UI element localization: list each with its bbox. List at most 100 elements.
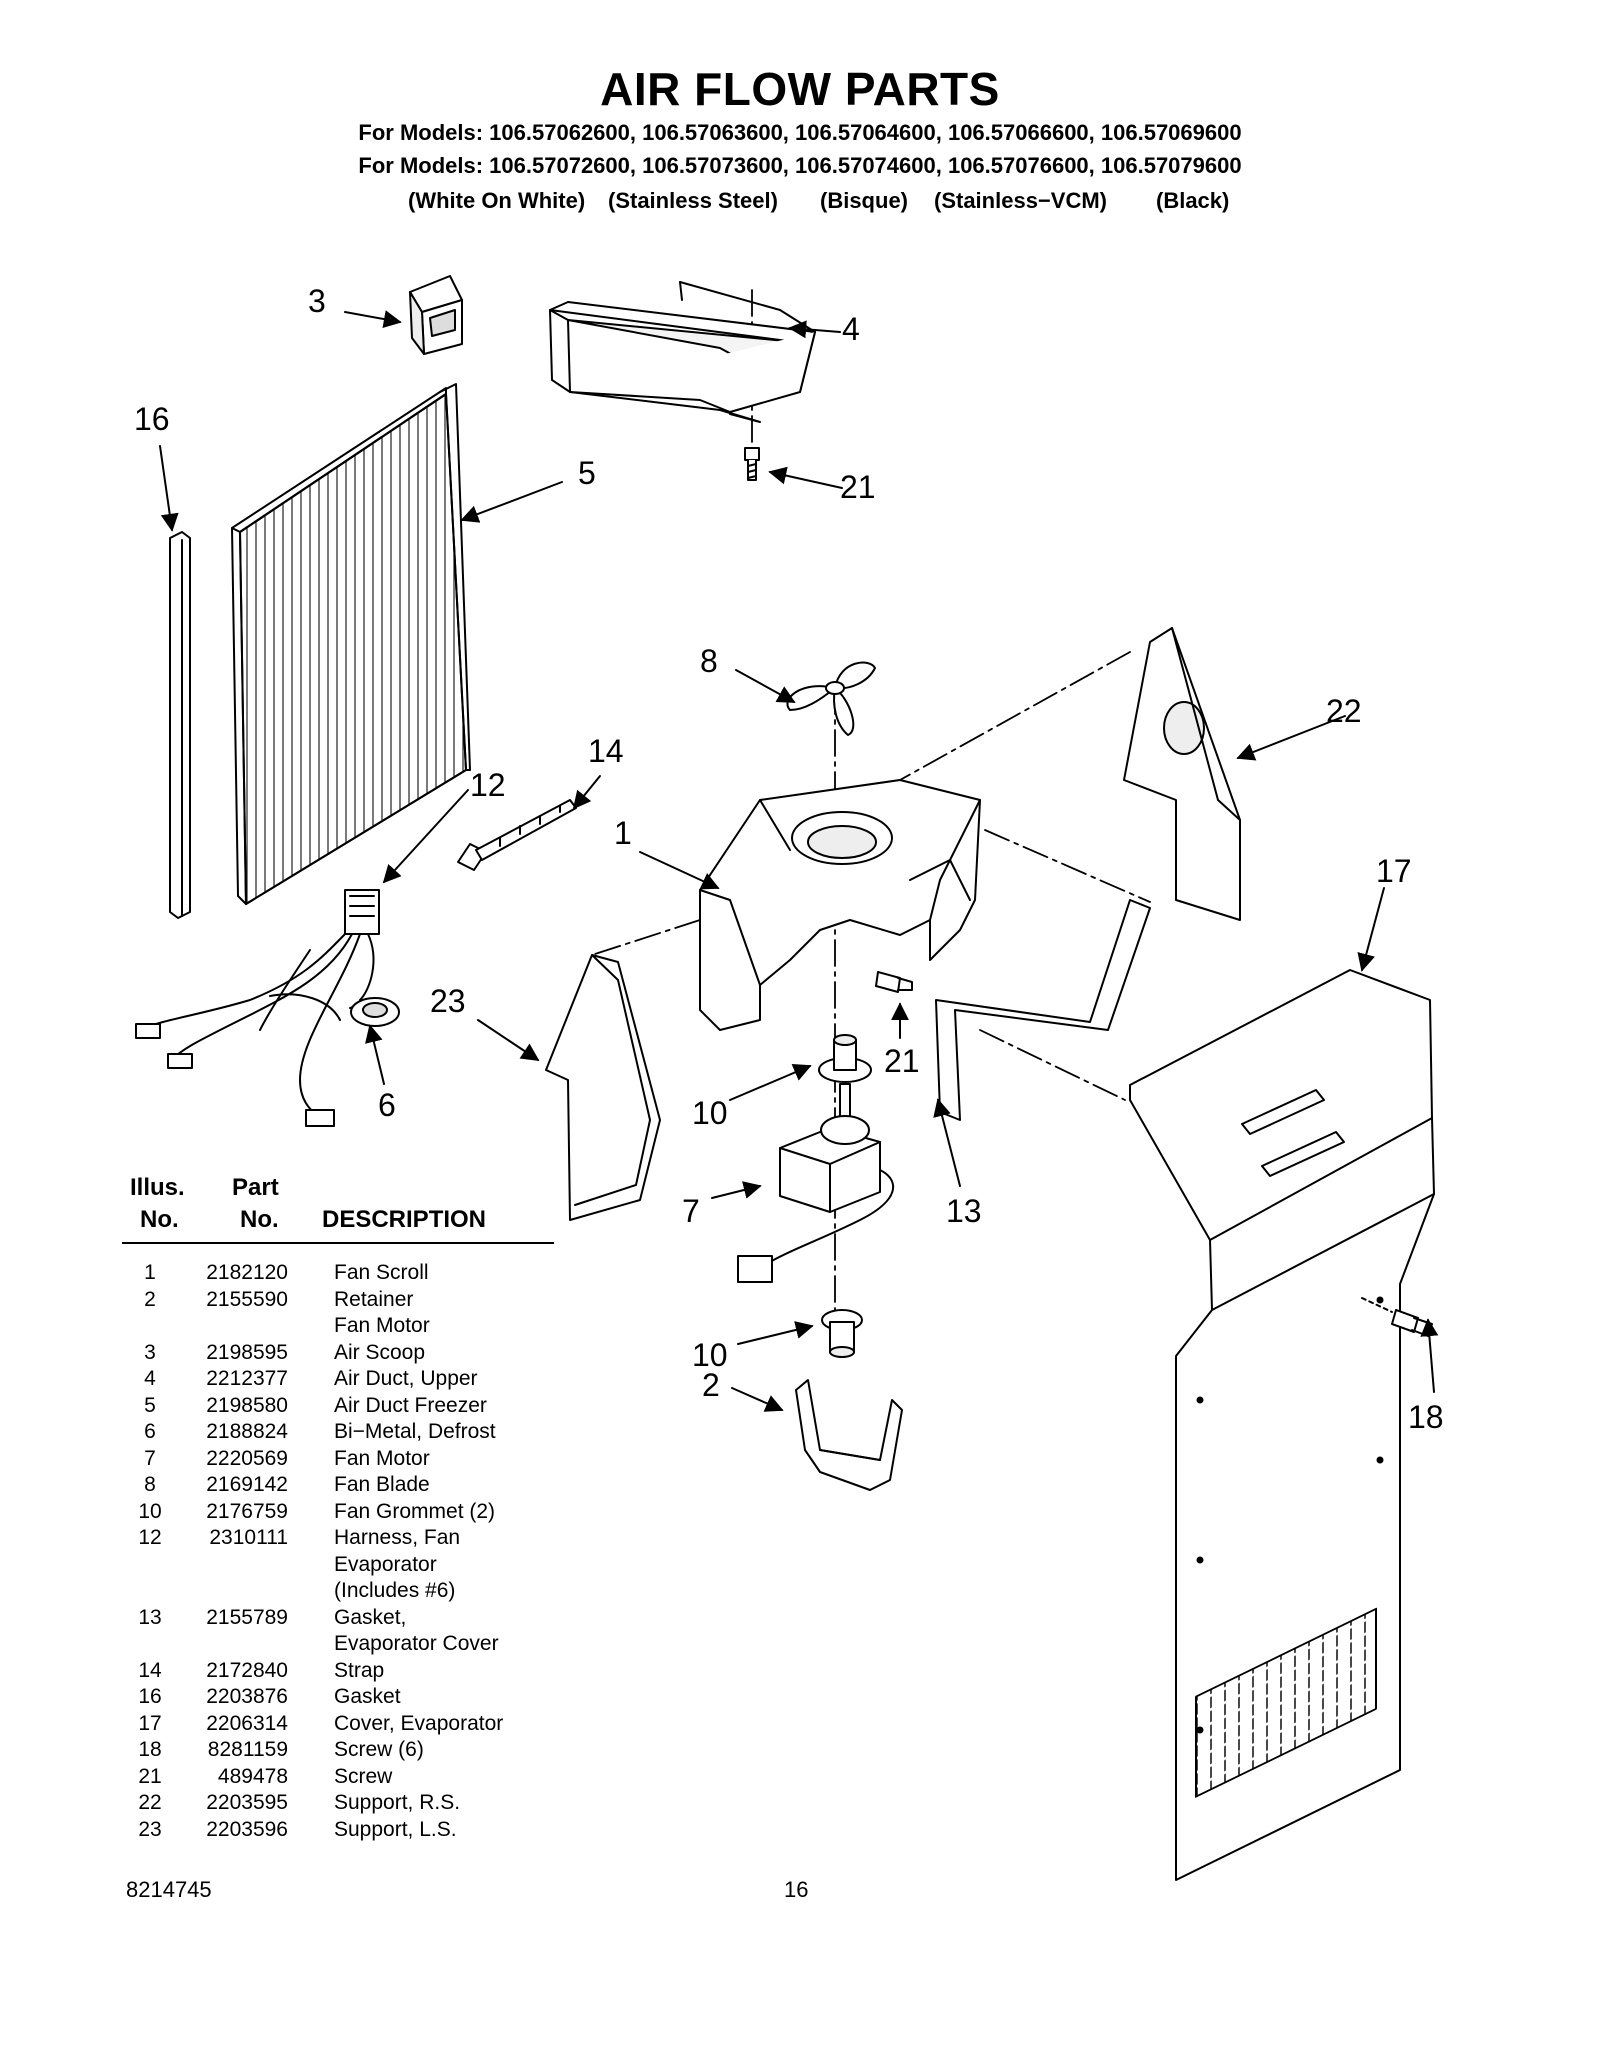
part-fan-grommet-lower [821,1309,863,1358]
callout-14: 14 [588,733,624,769]
part-description: Evaporator Cover [334,1632,499,1655]
callout-13: 13 [946,1193,982,1229]
callout-23: 23 [430,983,466,1019]
part-gasket-16 [169,531,191,919]
callout-leader-lines [159,310,1439,1412]
part-strap [457,799,577,871]
callout-18: 18 [1408,1399,1444,1435]
part-fan-blade [786,661,876,736]
table-header-illus-1: Illus. [130,1174,185,1201]
part-no: 2203876 [206,1685,288,1708]
table-row: Evaporator Cover [122,1631,582,1658]
callout-17: 17 [1376,853,1412,889]
callout-5: 5 [578,455,596,491]
callout-6: 6 [378,1087,396,1123]
part-description: (Includes #6) [334,1579,456,1602]
callout-7: 7 [682,1193,700,1229]
part-no: 2188824 [206,1420,288,1443]
callout-10-upper: 10 [692,1095,728,1131]
part-no: 489478 [217,1764,288,1788]
table-row: 14 2172840 Strap [122,1658,582,1685]
document-number: 8214745 [126,1877,212,1902]
part-no: 2206314 [206,1711,288,1735]
part-no: 2198580 [206,1393,288,1417]
illus-no: 22 [138,1791,162,1814]
illus-no: 2 [144,1287,156,1311]
table-row: Evaporator [122,1552,582,1579]
callout-2: 2 [702,1367,720,1403]
part-wire-harness [135,889,391,1127]
table-row: 4 2212377 Air Duct, Upper [122,1366,582,1393]
illus-no: 10 [138,1499,162,1523]
illus-no: 18 [138,1738,162,1761]
callout-10-lower: 10 [692,1337,728,1373]
part-no: 8281159 [207,1738,288,1761]
illus-no: 8 [144,1473,156,1496]
part-bi-metal-defrost [350,997,400,1027]
part-no: 2198595 [206,1340,288,1364]
part-description: Gasket, [334,1605,407,1629]
illus-no: 1 [144,1261,156,1284]
table-header-illus-2: No. [140,1206,179,1233]
part-no: 2203596 [206,1817,288,1841]
table-row: 22 2203595 Support, R.S. [122,1790,582,1817]
table-header-part-1: Part [232,1174,279,1201]
part-no: 2310111 [209,1526,288,1549]
illus-no: 14 [138,1658,162,1682]
part-description: Evaporator [334,1552,437,1576]
illus-no: 23 [138,1817,162,1841]
part-description: Support, R.S. [334,1791,461,1814]
part-description: Fan Scroll [334,1261,429,1284]
illus-no: 13 [138,1605,162,1629]
callout-3: 3 [308,283,326,319]
table-header-rule [122,1242,554,1244]
illus-no: 5 [144,1393,156,1417]
illus-no: 7 [144,1446,156,1470]
illus-no: 16 [138,1685,162,1708]
callout-numbers: 3 4 16 5 21 8 22 14 12 1 17 23 21 6 10 1… [134,283,1444,1435]
part-gasket-evaporator-cover [935,899,1151,1121]
part-description: Fan Grommet (2) [334,1499,496,1523]
part-description: Fan Blade [334,1473,430,1496]
part-description: Retainer [334,1287,414,1311]
part-fan-scroll [699,779,981,1031]
page-number: 16 [784,1877,809,1902]
part-description: Cover, Evaporator [334,1711,504,1735]
part-fan-grommet-upper [818,1034,872,1083]
illus-no: 4 [144,1367,156,1390]
variant-stainless: (Stainless Steel) [608,188,778,213]
page-title: AIR FLOW PARTS [600,63,1000,115]
part-screw-upper [744,447,760,481]
variant-white: (White On White) [408,188,586,213]
part-description: Strap [334,1658,385,1682]
part-no: 2155590 [206,1287,288,1311]
callout-21-mid: 21 [884,1043,920,1079]
table-row: 2 2155590 Retainer [122,1287,582,1314]
variant-bisque: (Bisque) [820,188,908,213]
part-no: 2172840 [206,1658,288,1682]
table-row: (Includes #6) [122,1578,582,1605]
illus-no: 12 [138,1526,162,1549]
part-fan-motor [737,1083,895,1283]
part-description: Fan Motor [334,1446,430,1470]
part-screw-middle [875,971,913,993]
table-header-part-2: No. [240,1206,279,1233]
part-description: Harness, Fan [334,1526,461,1549]
illus-no: 6 [144,1420,156,1443]
variant-black: (Black) [1156,188,1230,213]
part-description: Air Duct, Upper [334,1367,478,1390]
part-air-duct-freezer [231,383,471,905]
part-no: 2212377 [206,1367,288,1390]
table-row: 12 2310111 Harness, Fan [122,1525,582,1552]
variant-stainless-vcm: (Stainless−VCM) [934,188,1107,213]
part-no: 2203595 [206,1791,288,1814]
